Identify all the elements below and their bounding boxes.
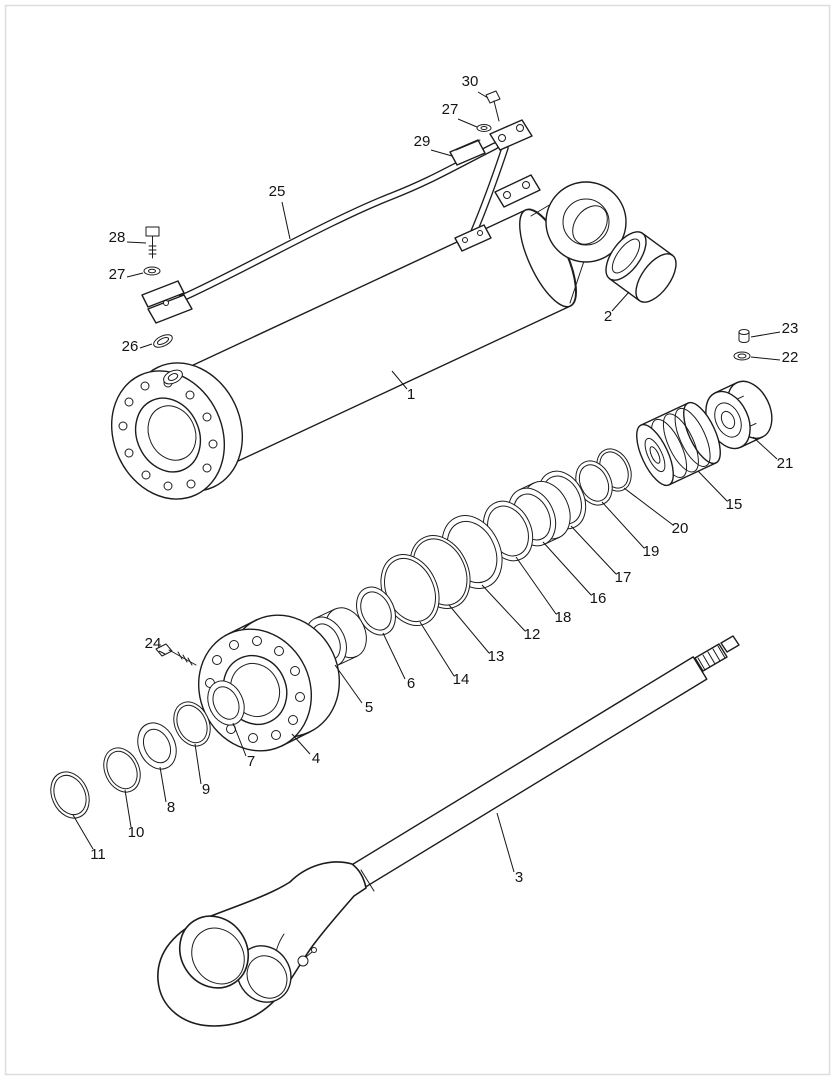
callout-label-1: 1 [407, 386, 415, 403]
callout-leader-9 [194, 743, 202, 785]
callout-leader-25 [281, 201, 291, 240]
rod-clevis [157, 861, 367, 1027]
part-29-clamp [449, 139, 486, 166]
pipe-flange-fitting [489, 119, 533, 151]
callout-label-3: 3 [515, 869, 523, 886]
callout-leader-12 [481, 584, 526, 632]
callout-leader-13 [448, 604, 490, 654]
callout-label-12: 12 [524, 626, 541, 643]
callout-label-17: 17 [615, 569, 632, 586]
part-27-washer-left [143, 266, 161, 276]
part-15-piston [636, 401, 721, 487]
callout-label-29: 29 [414, 133, 431, 150]
callout-label-2: 2 [604, 308, 612, 325]
part-28-bolt [145, 226, 160, 259]
callout-label-22: 22 [782, 349, 799, 366]
callout-leader-5 [334, 664, 363, 704]
callout-label-10: 10 [128, 824, 145, 841]
part-11-snap-ring [50, 771, 90, 819]
callout-label-4: 4 [312, 750, 320, 767]
callout-label-28: 28 [109, 229, 126, 246]
part-23-plug [738, 329, 750, 343]
clevis-pin-bore [191, 927, 245, 985]
callout-label-11: 11 [90, 846, 106, 863]
callout-leader-6 [382, 632, 406, 680]
clevis-far-pin-bore [246, 955, 288, 999]
callout-label-8: 8 [167, 799, 175, 816]
callout-label-19: 19 [643, 543, 660, 560]
callout-leader-2 [611, 291, 630, 312]
flange-bolt-holes [118, 378, 218, 491]
callout-label-27: 27 [109, 266, 126, 283]
callout-leader-26 [139, 343, 153, 349]
pipe-clamp-left [141, 280, 193, 324]
callout-leader-23 [750, 331, 781, 338]
callout-leader-19 [601, 501, 645, 549]
callout-label-23: 23 [782, 320, 799, 337]
grease-fitting [297, 947, 317, 967]
callout-leader-1 [391, 370, 408, 390]
tube-head-flange [110, 362, 244, 500]
part-22-washer [733, 351, 751, 361]
rod-end-eye-bore [562, 198, 610, 246]
callout-leader-27 [126, 272, 144, 278]
callout-leader-29 [430, 149, 453, 157]
callout-label-27: 27 [442, 101, 459, 118]
callout-label-25: 25 [269, 183, 286, 200]
pipe-clamp-lower [454, 224, 492, 252]
callout-leader-28 [126, 241, 147, 244]
callout-leader-24 [158, 650, 166, 655]
callout-label-16: 16 [590, 590, 607, 607]
part-10-ring [103, 747, 141, 793]
callout-label-18: 18 [555, 609, 572, 626]
callout-leader-22 [750, 356, 781, 361]
callout-leader-10 [124, 789, 132, 828]
callout-label-24: 24 [145, 635, 162, 652]
head-seal-rings [50, 680, 245, 819]
callout-label-20: 20 [672, 520, 689, 537]
part-26-ring [153, 334, 173, 348]
callout-leader-11 [72, 814, 94, 850]
rod-shoulder-line [360, 869, 375, 892]
callout-label-14: 14 [453, 671, 470, 688]
callout-layer: 3027292528272612232221152019171618121314… [72, 73, 799, 886]
part-27-washer-top [476, 124, 492, 132]
callout-label-6: 6 [407, 675, 415, 692]
pipe-assembly [141, 90, 533, 385]
callout-leader-27 [457, 118, 478, 128]
callout-leader-15 [697, 470, 728, 502]
callout-label-7: 7 [247, 753, 255, 770]
port-boss [494, 174, 541, 208]
part-8-ring [137, 722, 177, 770]
callout-leader-3 [496, 812, 515, 873]
callout-leader-17 [570, 525, 617, 575]
callout-leader-8 [159, 766, 167, 803]
part-1-cylinder-tube [110, 174, 627, 500]
callout-label-30: 30 [462, 73, 479, 90]
part-30-bolt [485, 90, 501, 122]
callout-leader-7 [232, 722, 247, 757]
callout-label-26: 26 [122, 338, 139, 355]
part-2-eye-bushing [605, 231, 677, 303]
part-24-bolt [155, 643, 197, 666]
part-7-ring [207, 680, 245, 726]
callout-label-13: 13 [488, 648, 505, 665]
seal-ring-stack [305, 448, 632, 668]
callout-label-15: 15 [726, 496, 743, 513]
callout-leader-18 [515, 556, 557, 615]
page-frame [4, 4, 831, 1076]
part-9-ring [173, 701, 211, 747]
callout-leader-4 [291, 733, 311, 755]
rod-thread-hatching [697, 645, 726, 671]
callout-leader-20 [623, 487, 674, 526]
tube-clamp-boss [163, 369, 183, 385]
callout-label-5: 5 [365, 699, 373, 716]
callout-leader-30 [477, 91, 489, 99]
callout-leader-16 [542, 541, 592, 596]
callout-leader-21 [752, 436, 778, 460]
callout-label-9: 9 [202, 781, 210, 798]
callout-leader-14 [419, 621, 455, 677]
callout-label-21: 21 [777, 455, 794, 472]
